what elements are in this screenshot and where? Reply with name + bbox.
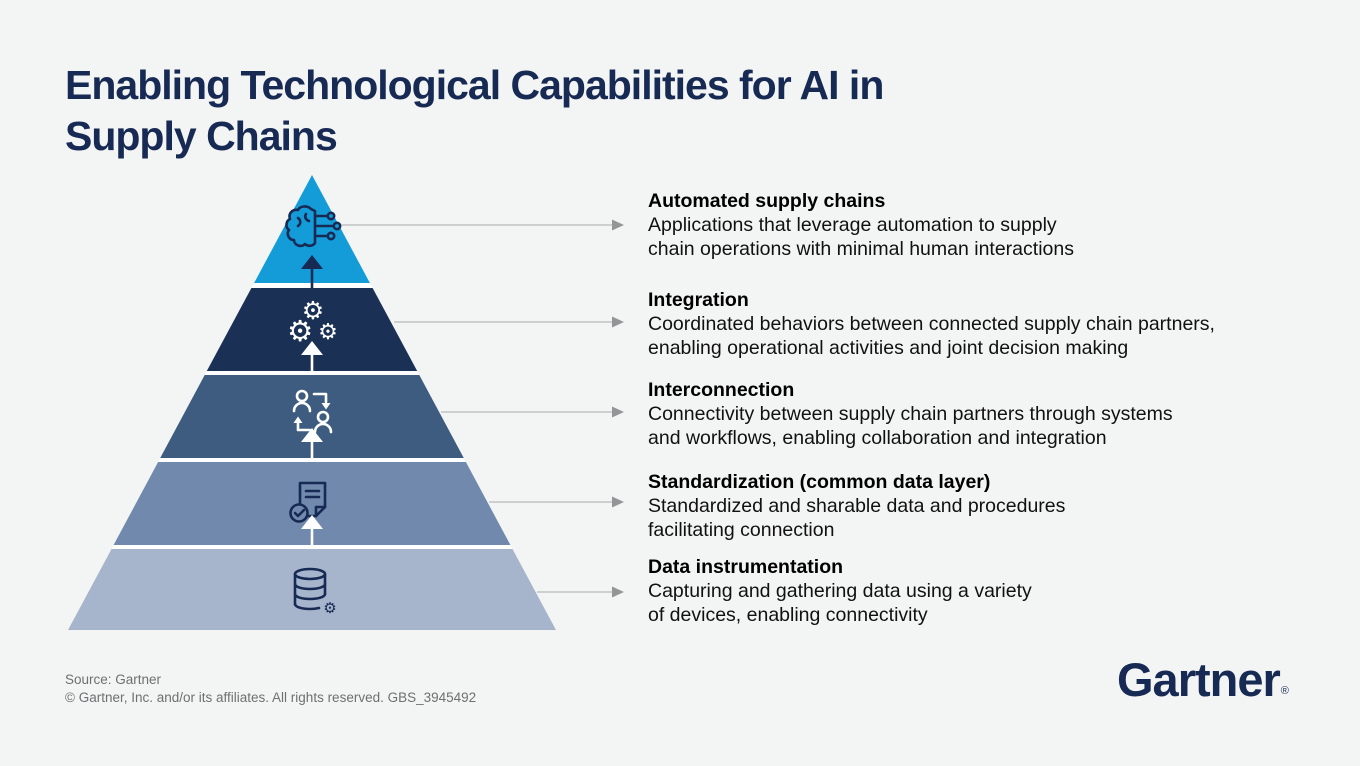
source-attribution: Source: Gartner xyxy=(65,672,162,687)
svg-text:⚙: ⚙ xyxy=(323,599,336,617)
gartner-logo: Gartner® xyxy=(1117,652,1289,707)
annotation-line: Standardized and sharable data and proce… xyxy=(648,495,1066,517)
svg-text:⚙: ⚙ xyxy=(287,314,313,348)
annotation-heading: Data instrumentation xyxy=(648,556,844,578)
up-arrow-level-4 xyxy=(301,515,323,548)
people-exchange-icon xyxy=(292,389,333,434)
page-title-line-1: Enabling Technological Capabilities for … xyxy=(65,62,884,108)
annotation-standardization: Standardization (common data layer) Stan… xyxy=(648,470,1338,542)
ai-brain-circuit-icon xyxy=(285,205,342,248)
pyramid-level-1-automated-supply-chains xyxy=(254,175,370,283)
page-title: Enabling Technological Capabilities for … xyxy=(65,60,884,162)
annotation-integration: Integration Coordinated behaviors betwee… xyxy=(648,288,1338,360)
annotation-heading: Standardization (common data layer) xyxy=(648,471,991,493)
annotation-heading: Automated supply chains xyxy=(648,190,886,212)
annotation-line: Coordinated behaviors between connected … xyxy=(648,313,1215,335)
connector-level-1 xyxy=(342,219,624,231)
annotation-heading: Integration xyxy=(648,289,749,311)
annotation-line: and workflows, enabling collaboration an… xyxy=(648,427,1107,449)
connector-level-2 xyxy=(394,316,624,328)
connector-level-3 xyxy=(441,406,624,418)
gartner-logo-text: Gartner xyxy=(1117,653,1281,706)
footer: Source: Gartner © Gartner, Inc. and/or i… xyxy=(65,671,476,707)
annotation-line: Applications that leverage automation to… xyxy=(648,214,1057,236)
annotation-data-instrumentation: Data instrumentation Capturing and gathe… xyxy=(648,555,1338,627)
pyramid-level-4-standardization xyxy=(113,462,511,545)
annotation-line: Capturing and gathering data using a var… xyxy=(648,580,1032,602)
annotation-heading: Interconnection xyxy=(648,379,795,401)
annotation-interconnection: Interconnection Connectivity between sup… xyxy=(648,378,1338,450)
svg-text:⚙: ⚙ xyxy=(302,296,324,325)
annotation-line: facilitating connection xyxy=(648,519,835,541)
annotation-automated-supply-chains: Automated supply chains Applications tha… xyxy=(648,189,1338,261)
annotation-line: Connectivity between supply chain partne… xyxy=(648,403,1173,425)
up-arrow-level-2 xyxy=(301,341,323,374)
annotation-line: of devices, enabling connectivity xyxy=(648,604,928,626)
annotation-line: chain operations with minimal human inte… xyxy=(648,238,1074,260)
pyramid-level-2-integration xyxy=(206,288,418,371)
page-title-line-2: Supply Chains xyxy=(65,113,338,159)
pyramid-level-3-interconnection xyxy=(160,375,464,458)
copyright-notice: © Gartner, Inc. and/or its affiliates. A… xyxy=(65,690,477,705)
annotation-line: enabling operational activities and join… xyxy=(648,337,1129,359)
connector-level-5 xyxy=(537,586,624,598)
document-check-icon xyxy=(289,481,327,523)
connector-level-4 xyxy=(489,496,624,508)
gears-icon: ⚙ ⚙ ⚙ xyxy=(287,296,338,348)
up-arrow-level-1 xyxy=(301,255,323,288)
svg-text:⚙: ⚙ xyxy=(318,320,338,345)
database-gear-icon: ⚙ xyxy=(293,567,337,617)
up-arrow-level-3 xyxy=(301,428,323,461)
registered-trademark-icon: ® xyxy=(1280,685,1289,697)
